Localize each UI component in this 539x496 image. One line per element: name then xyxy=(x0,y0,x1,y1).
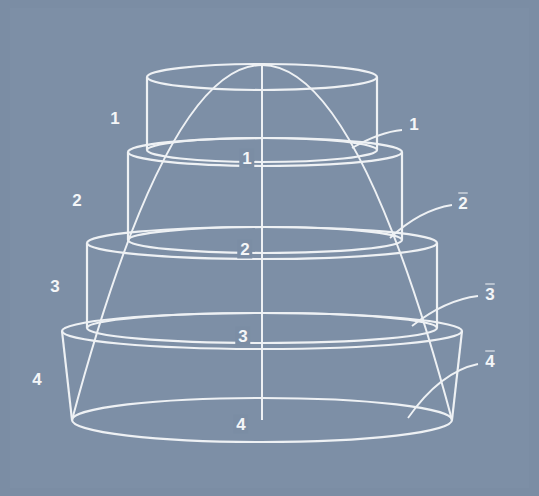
callout-number: 4 xyxy=(482,352,497,371)
callout-number: 4 xyxy=(29,370,44,389)
cylinder-outlines xyxy=(62,64,462,442)
callout-number: 4 xyxy=(233,415,248,434)
callout-number: 1 xyxy=(107,109,122,128)
paraboloid-curve xyxy=(72,65,452,420)
callout-number: 3 xyxy=(47,277,62,296)
callout-number: 2 xyxy=(69,191,84,210)
callout-number: 2 xyxy=(455,194,470,213)
leader-lines xyxy=(352,130,478,418)
callout-number: 1 xyxy=(239,149,254,168)
callout-number: 3 xyxy=(482,285,497,304)
callout-number: 1 xyxy=(406,115,421,134)
callout-number: 3 xyxy=(235,327,250,346)
callout-number: 2 xyxy=(237,240,252,259)
background-panel xyxy=(10,8,529,488)
